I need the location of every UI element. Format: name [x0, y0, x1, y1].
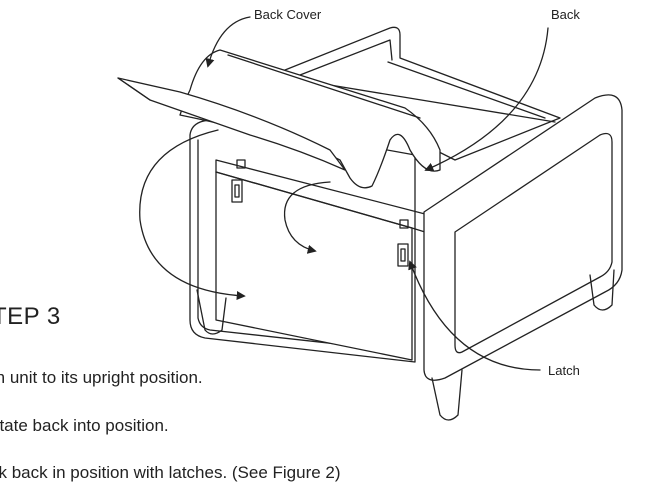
latch-right [397, 243, 409, 267]
back-cover-flap [117, 77, 346, 171]
arrow-back-cover [205, 16, 251, 68]
step-item-2: otate back into position. [0, 416, 169, 435]
latch-left-top [236, 159, 246, 169]
arrow-back [424, 27, 549, 172]
arrow-latch [408, 260, 541, 371]
right-arm [423, 94, 623, 381]
leg-left [196, 289, 227, 335]
latch-right-top [399, 219, 409, 229]
step-item-3: ck back in position with latches. (See F… [0, 463, 341, 482]
step-item-1: rn unit to its upright position. [0, 368, 203, 387]
back-label: Back [551, 7, 580, 22]
chair-drawing [117, 16, 623, 421]
arrow-rotate-small [283, 181, 331, 254]
arrow-rotate-large [139, 129, 246, 301]
step-title: TEP 3 [0, 303, 61, 330]
back-cover-label: Back Cover [254, 7, 322, 22]
latch-left [231, 179, 243, 203]
latch-label: Latch [548, 363, 580, 378]
leg-middle [431, 369, 463, 421]
leg-right [589, 269, 615, 311]
seat-top [279, 26, 561, 161]
